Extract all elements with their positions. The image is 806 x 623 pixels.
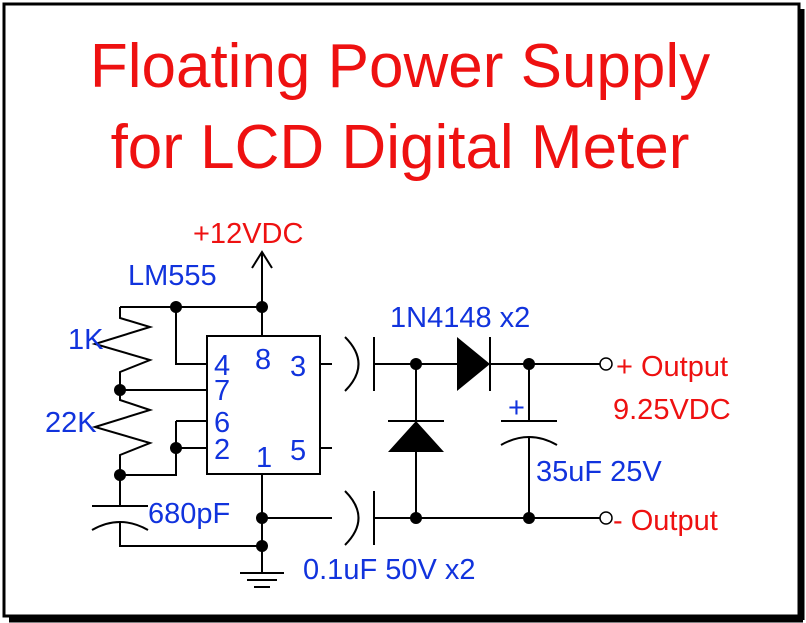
pin-7-label: 7 [214, 375, 230, 407]
capacitor-680pf [91, 475, 262, 547]
filter-capacitor-label: 35uF 25V [536, 456, 662, 488]
output-voltage-label: 9.25VDC [613, 394, 731, 426]
output-negative-terminal [599, 511, 613, 525]
title-line-2: for LCD Digital Meter [110, 113, 690, 182]
supply-label: +12VDC [193, 218, 303, 250]
pin-8-label: 8 [255, 344, 271, 376]
output-positive-label: + Output [616, 351, 728, 383]
ic-body [206, 335, 321, 475]
coupling-capacitor-top [344, 336, 457, 392]
diode-shunt [388, 364, 444, 518]
resistor-22k-label: 22K [45, 407, 97, 439]
ground-icon [240, 572, 284, 588]
pin-6-label: 6 [214, 407, 230, 439]
pin-4-label: 4 [214, 350, 230, 382]
threshold-trigger-wire [120, 421, 177, 476]
title-line-1: Floating Power Supply [89, 32, 711, 101]
pin-3-label: 3 [290, 351, 306, 383]
junction-dots [114, 301, 535, 552]
diodes-label: 1N4148 x2 [390, 302, 530, 334]
resistor-1k-label: 1K [68, 324, 104, 356]
pin-5-label: 5 [290, 435, 306, 467]
pin-1-label: 1 [256, 442, 272, 474]
coupling-capacitor-bottom [262, 490, 600, 546]
supply-arrow [251, 250, 273, 336]
pin4-wire [175, 307, 207, 365]
capacitor-35uf [500, 364, 558, 518]
output-positive-terminal [599, 357, 613, 371]
resistor-1k [91, 306, 176, 390]
resistor-22k [91, 390, 154, 475]
diode-series [457, 337, 600, 391]
coupling-capacitor-label: 0.1uF 50V x2 [303, 554, 476, 586]
filter-capacitor-polarity: + [508, 392, 525, 424]
ic-label: LM555 [128, 260, 217, 292]
capacitor-680pf-label: 680pF [148, 498, 230, 530]
output-negative-label: - Output [613, 505, 718, 537]
pin-2-label: 2 [214, 434, 230, 466]
